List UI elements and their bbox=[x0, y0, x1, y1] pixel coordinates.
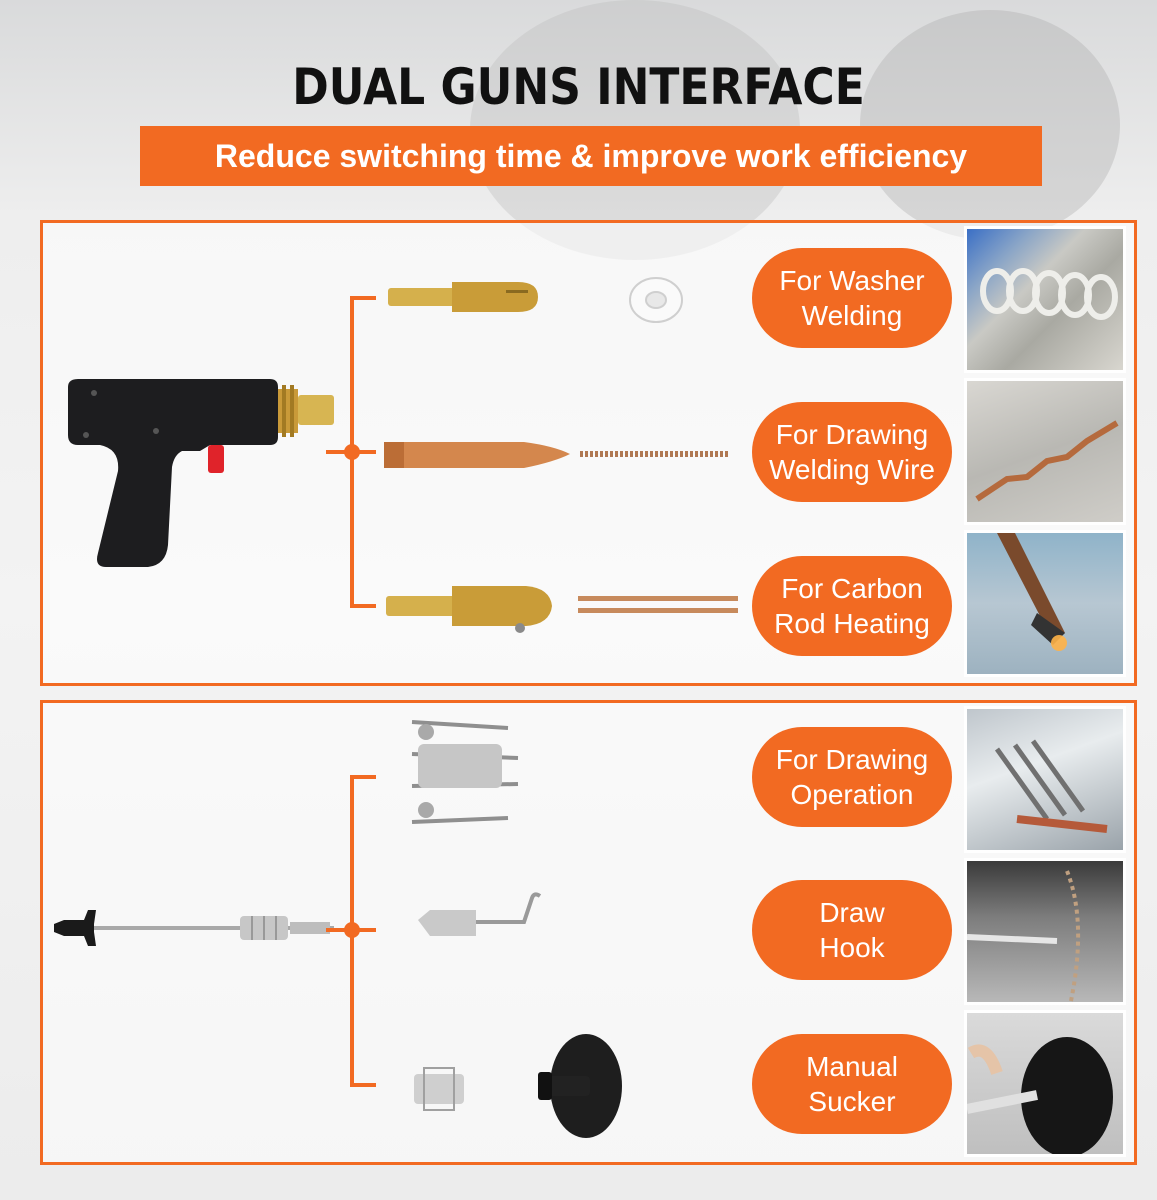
subtitle-banner: Reduce switching time & improve work eff… bbox=[140, 126, 1042, 186]
connector-bracket bbox=[350, 604, 376, 608]
connector-bracket bbox=[350, 1083, 376, 1087]
background-wheel-shape bbox=[860, 10, 1120, 240]
washer-welding-photo bbox=[964, 226, 1126, 373]
connector-bracket bbox=[350, 450, 376, 454]
carbon-rod-photo bbox=[964, 530, 1126, 677]
connector-dot bbox=[344, 922, 360, 938]
washer-tip-icon bbox=[388, 277, 683, 323]
carbon-rod-tip-icon bbox=[386, 586, 738, 633]
wire-tip-icon bbox=[384, 442, 728, 468]
connector-bracket bbox=[350, 928, 376, 932]
draw-hook-photo bbox=[964, 858, 1126, 1005]
suction-cup-icon bbox=[414, 1034, 622, 1138]
connector-bracket bbox=[326, 450, 350, 454]
connector-bracket bbox=[326, 928, 350, 932]
drawing-operation-photo bbox=[964, 706, 1126, 853]
connector-bracket bbox=[350, 775, 376, 779]
slide-hammer-icon bbox=[54, 910, 334, 946]
page-title: DUAL GUNS INTERFACE bbox=[292, 58, 865, 116]
manual-sucker-photo bbox=[964, 1010, 1126, 1157]
spot-welder-gun-icon bbox=[68, 379, 334, 567]
subtitle-text: Reduce switching time & improve work eff… bbox=[214, 137, 968, 174]
welding-wire-photo bbox=[964, 378, 1126, 525]
connector-dot bbox=[344, 444, 360, 460]
hook-icon bbox=[418, 892, 542, 936]
claw-puller-icon bbox=[411, 720, 519, 824]
connector-bracket bbox=[350, 296, 376, 300]
